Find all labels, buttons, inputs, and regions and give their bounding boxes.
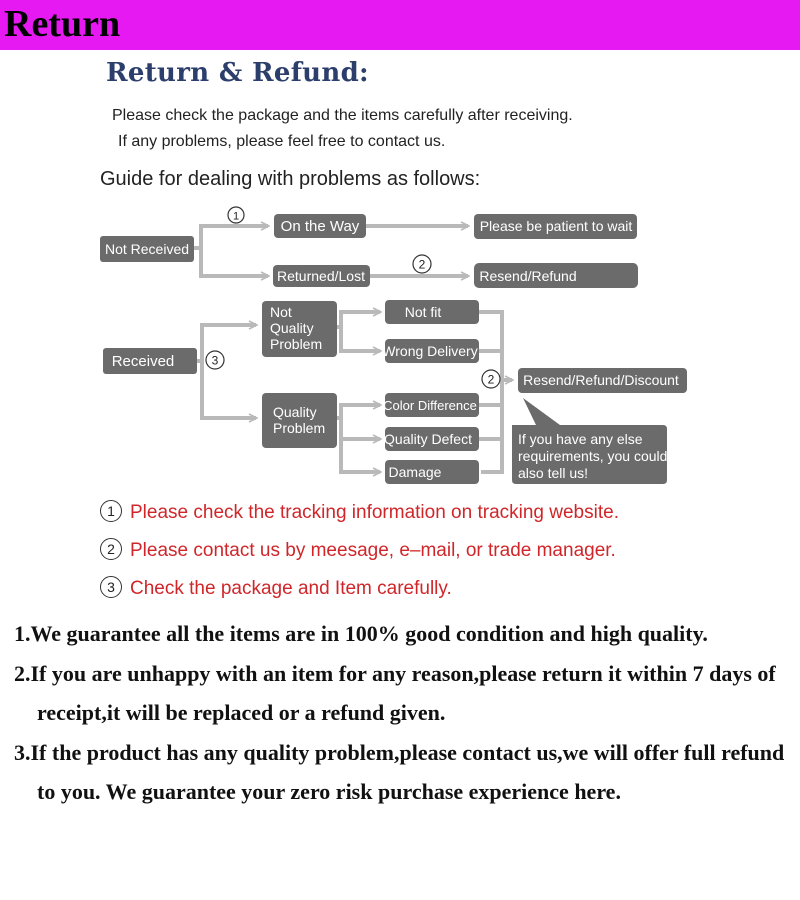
marker-2-top: 2 <box>412 254 432 274</box>
guarantee-list: 1.We guarantee all the items are in 100%… <box>14 614 794 812</box>
svg-text:Problem: Problem <box>270 336 322 352</box>
note-2: 2 Please contact us by meesage, e–mail, o… <box>100 538 616 562</box>
quality-problem-box: Quality Problem <box>262 393 337 448</box>
svg-text:Please be patient to wait: Please be patient to wait <box>480 218 633 234</box>
connectors-received <box>197 312 512 472</box>
guarantee-item-2: 2.If you are unhappy with an item for an… <box>14 660 776 726</box>
svg-text:Problem: Problem <box>273 420 325 436</box>
svg-text:1: 1 <box>233 211 239 223</box>
returned-lost-box: Returned/Lost <box>273 265 370 287</box>
note-3-marker: 3 <box>100 576 122 598</box>
received-box: Received <box>103 348 197 374</box>
be-patient-box: Please be patient to wait <box>474 214 637 239</box>
svg-text:Quality: Quality <box>273 404 317 420</box>
intro-line-2: If any problems, please feel free to con… <box>118 133 446 150</box>
svg-text:Not: Not <box>270 304 292 320</box>
resend-refund-box: Resend/Refund <box>474 263 638 288</box>
guarantee-item-1: 1.We guarantee all the items are in 100%… <box>14 621 708 646</box>
not-fit-box: Not fit <box>385 300 479 324</box>
svg-text:Wrong Delivery: Wrong Delivery <box>382 343 477 359</box>
quality-defect-box: Quality Defect <box>384 427 479 451</box>
section-title: Return & Refund: <box>106 58 369 88</box>
svg-text:Returned/Lost: Returned/Lost <box>277 268 365 284</box>
svg-text:Color Difference: Color Difference <box>383 398 477 413</box>
svg-text:Not fit: Not fit <box>405 304 442 320</box>
marker-3: 3 <box>205 350 225 370</box>
svg-text:Resend/Refund: Resend/Refund <box>479 268 576 284</box>
damage-box: Damage <box>385 460 479 484</box>
svg-text:Received: Received <box>112 353 175 370</box>
speech-bubble: If you have any else requirements, you c… <box>508 398 667 484</box>
svg-text:Quality: Quality <box>270 320 314 336</box>
marker-1: 1 <box>227 206 245 224</box>
wrong-delivery-box: Wrong Delivery <box>382 339 479 363</box>
note-2-text: Please contact us by meesage, e–mail, or… <box>130 540 616 561</box>
resend-refund-discount-box: Resend/Refund/Discount <box>518 368 687 393</box>
marker-2-bottom: 2 <box>481 369 501 389</box>
not-quality-problem-box: Not Quality Problem <box>262 301 337 357</box>
note-3: 3 Check the package and Item carefully. <box>100 576 452 600</box>
svg-text:also tell us!: also tell us! <box>518 465 588 481</box>
svg-text:Damage: Damage <box>389 464 442 480</box>
page-title: Return <box>4 3 121 45</box>
note-1-marker: 1 <box>100 500 122 522</box>
svg-text:3: 3 <box>212 354 219 368</box>
note-1-text: Please check the tracking information on… <box>130 502 619 523</box>
guarantee-item-3: 3.If the product has any quality problem… <box>14 739 785 805</box>
note-2-marker: 2 <box>100 538 122 560</box>
svg-text:2: 2 <box>419 258 426 272</box>
color-difference-box: Color Difference <box>383 393 479 417</box>
not-received-box: Not Received <box>100 236 194 262</box>
flowchart: Not Received 1 On the Way Returned/Lost … <box>100 206 687 484</box>
svg-text:If you have any else: If you have any else <box>518 431 643 447</box>
note-1: 1 Please check the tracking information o… <box>100 500 619 524</box>
intro-line-1: Please check the package and the items c… <box>112 107 573 124</box>
svg-text:Quality Defect: Quality Defect <box>384 431 472 447</box>
header-bar <box>0 0 800 50</box>
connectors-not-received <box>194 226 468 276</box>
note-3-text: Check the package and Item carefully. <box>130 578 452 599</box>
svg-text:Resend/Refund/Discount: Resend/Refund/Discount <box>523 372 679 388</box>
svg-text:requirements, you could: requirements, you could <box>518 448 667 464</box>
svg-text:On the Way: On the Way <box>281 218 360 235</box>
guide-heading: Guide for dealing with problems as follo… <box>100 168 481 190</box>
svg-text:2: 2 <box>488 373 495 387</box>
on-the-way-box: On the Way <box>274 214 366 238</box>
svg-text:Not Received: Not Received <box>105 241 189 257</box>
